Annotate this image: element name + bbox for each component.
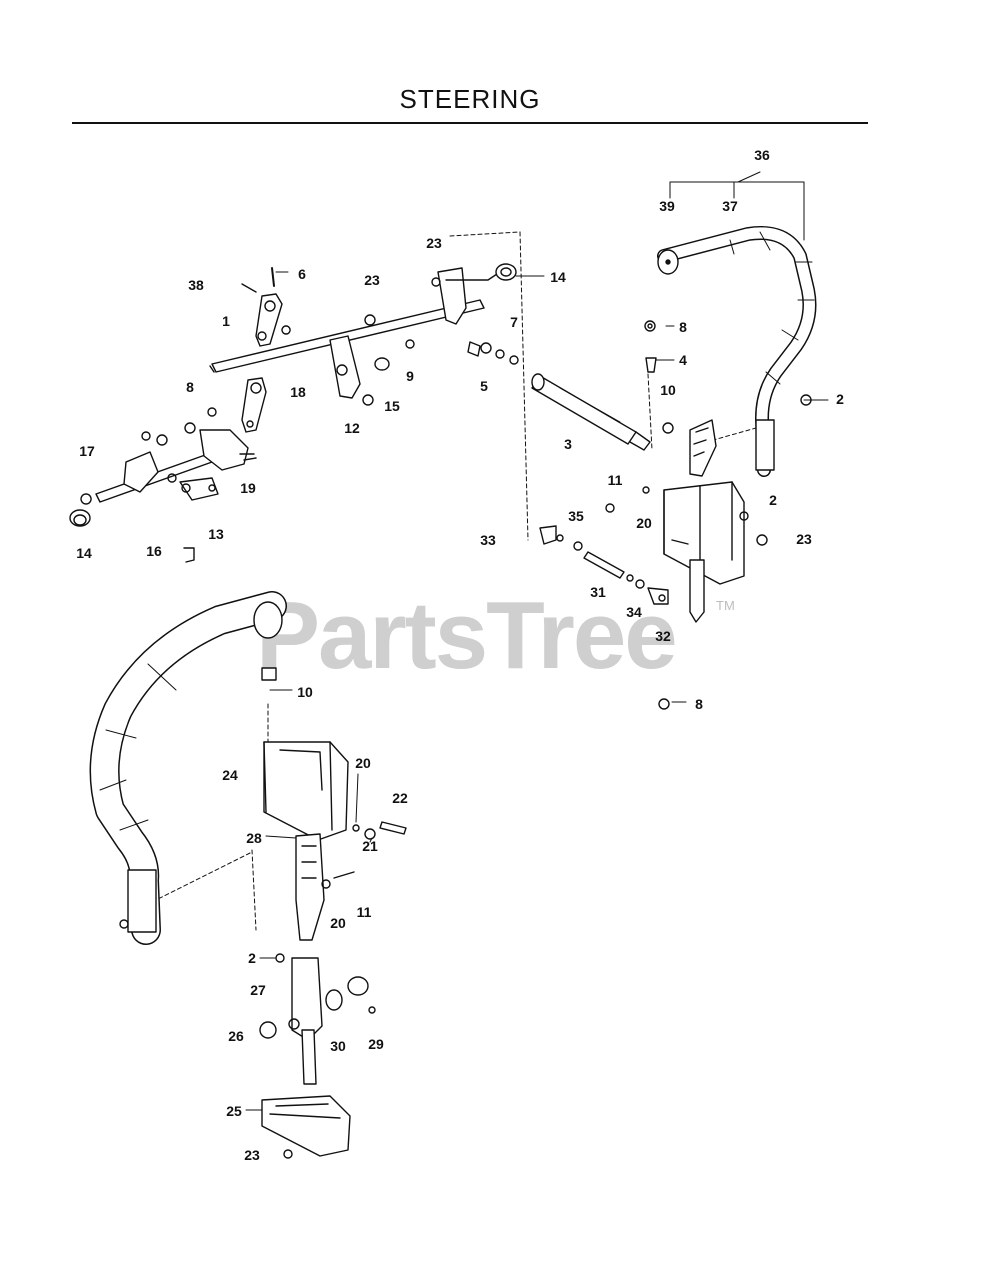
callout-label: 2 [769,492,777,508]
callout-label: 2 [248,950,256,966]
callout-label: 15 [384,398,400,414]
callout-label: 8 [695,696,703,712]
pitman-arm-1 [241,267,291,347]
callout-label: 39 [659,198,675,214]
callout-label: 4 [679,352,687,368]
callout-label: 16 [146,543,162,559]
callout-label: 25 [226,1103,242,1119]
damper-3 [531,373,651,451]
callout-label: 33 [480,532,496,548]
callout-label: 35 [568,508,584,524]
callout-label: 12 [344,420,360,436]
callout-label: 17 [79,443,95,459]
callout-label: 34 [626,604,642,620]
callout-label: 26 [228,1028,244,1044]
control-housing-right [663,419,749,623]
callout-label: 18 [290,384,306,400]
leader-lines [245,271,829,1111]
callout-label: 20 [330,915,346,931]
callout-label: 23 [244,1147,260,1163]
callout-label: 8 [679,319,687,335]
lower-parts-stack [259,667,407,1159]
page-title: STEERING [399,84,541,114]
steering-handle-right [657,226,817,477]
callout-label: 1 [222,313,230,329]
callout-label: 10 [660,382,676,398]
callout-label: 2 [836,391,844,407]
left-shaft-assembly [69,407,257,563]
guide-lines [139,231,757,931]
callout-label: 37 [722,198,738,214]
callout-label: 11 [356,904,372,920]
callout-label: 32 [655,628,671,644]
watermark-logo: PartsTree [256,582,678,689]
callout-label: 10 [297,684,313,700]
arm-19 [241,377,267,433]
callout-label: 14 [550,269,566,285]
callout-label: 6 [298,266,306,282]
callout-label: 38 [188,277,204,293]
callout-label: 29 [368,1036,384,1052]
tie-rod-31 [539,525,669,605]
callout-label: 3 [564,436,572,452]
callout-label: 20 [636,515,652,531]
callout-label: 30 [330,1038,346,1054]
callout-label: 36 [754,147,770,163]
title-rule [72,122,868,124]
callout-label: 5 [480,378,488,394]
steering-handle-left [89,591,287,945]
callout-label: 13 [208,526,224,542]
callout-label: 24 [222,767,238,783]
callout-label: 9 [406,368,414,384]
callout-label: 14 [76,545,92,561]
callout-label: 7 [510,314,518,330]
callout-label: 11 [607,472,623,488]
small-hardware-center [362,277,519,406]
callout-label: 28 [246,830,262,846]
callout-label: 23 [364,272,380,288]
callout-label: 23 [796,531,812,547]
cross-shaft [209,263,517,399]
callout-label: 19 [240,480,256,496]
callout-label: 20 [355,755,371,771]
callout-label: 27 [250,982,266,998]
callout-label: 23 [426,235,442,251]
callout-label: 31 [590,584,606,600]
watermark-tm: TM [716,598,735,613]
callout-label: 22 [392,790,408,806]
callout-label: 21 [362,838,378,854]
callout-label: 8 [186,379,194,395]
